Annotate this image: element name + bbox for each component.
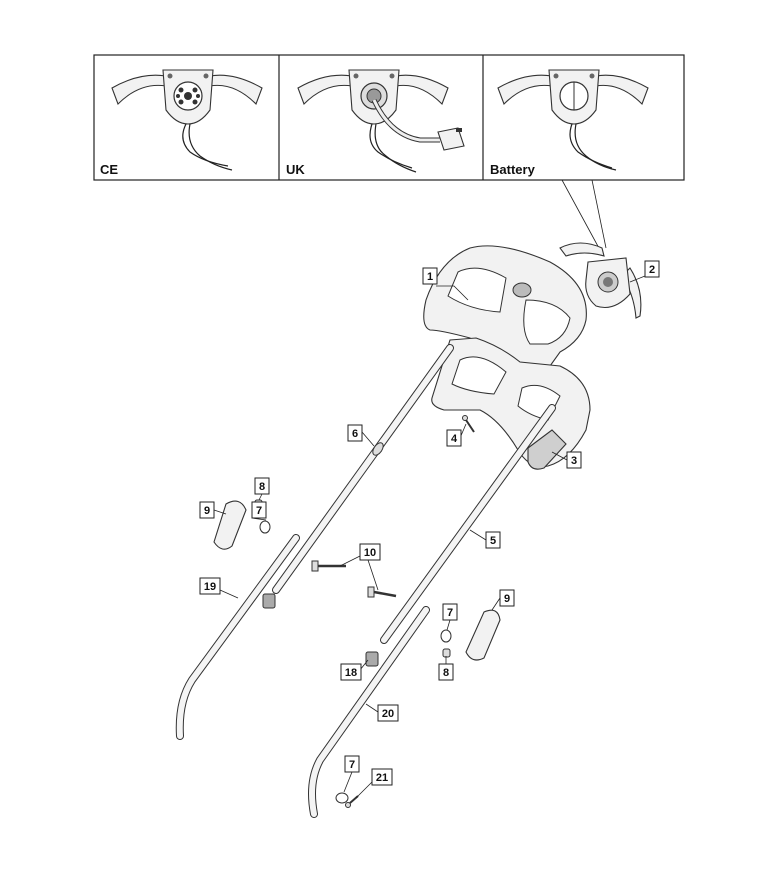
- variant-label-uk: UK: [286, 162, 305, 177]
- upper-tube-right: [380, 404, 556, 644]
- callout-7a: 7: [256, 505, 262, 517]
- callout-1: 1: [427, 271, 433, 283]
- callout-6: 6: [352, 428, 358, 440]
- switch-box: [559, 242, 642, 319]
- callout-2: 2: [649, 264, 655, 276]
- callout-8a: 8: [259, 481, 265, 493]
- lower-tube-left: [175, 534, 300, 740]
- callout-10: 10: [364, 547, 376, 559]
- callout-18: 18: [345, 667, 357, 679]
- battery-switch-box: [497, 69, 649, 171]
- screw-4: [462, 415, 475, 433]
- lower-tube-right: [308, 606, 430, 818]
- ce-switch-box: [111, 69, 263, 171]
- washers-7: [259, 520, 452, 804]
- callout-19: 19: [204, 581, 216, 593]
- callout-7b: 7: [447, 607, 453, 619]
- variant-label-ce: CE: [100, 162, 118, 177]
- clip-part: [527, 429, 567, 470]
- knobs-18: [262, 593, 379, 667]
- uk-switch-box: [297, 69, 465, 173]
- callout-21: 21: [376, 772, 388, 784]
- levers-9: [213, 500, 501, 661]
- upper-tube-left: [272, 344, 454, 594]
- callout-9a: 9: [204, 505, 210, 517]
- variant-label-battery: Battery: [490, 162, 536, 177]
- callout-7c: 7: [349, 759, 355, 771]
- callout-20: 20: [382, 708, 394, 720]
- callout-4: 4: [451, 433, 458, 445]
- bolts-10: [311, 560, 397, 598]
- callout-8b: 8: [443, 667, 449, 679]
- callouts: 1 2 3 4 5 6 7 7 7 8: [199, 260, 660, 799]
- variant-panels: CE UK Battery: [93, 54, 685, 251]
- callout-3: 3: [571, 455, 577, 467]
- callout-5: 5: [490, 535, 496, 547]
- callout-9b: 9: [504, 593, 510, 605]
